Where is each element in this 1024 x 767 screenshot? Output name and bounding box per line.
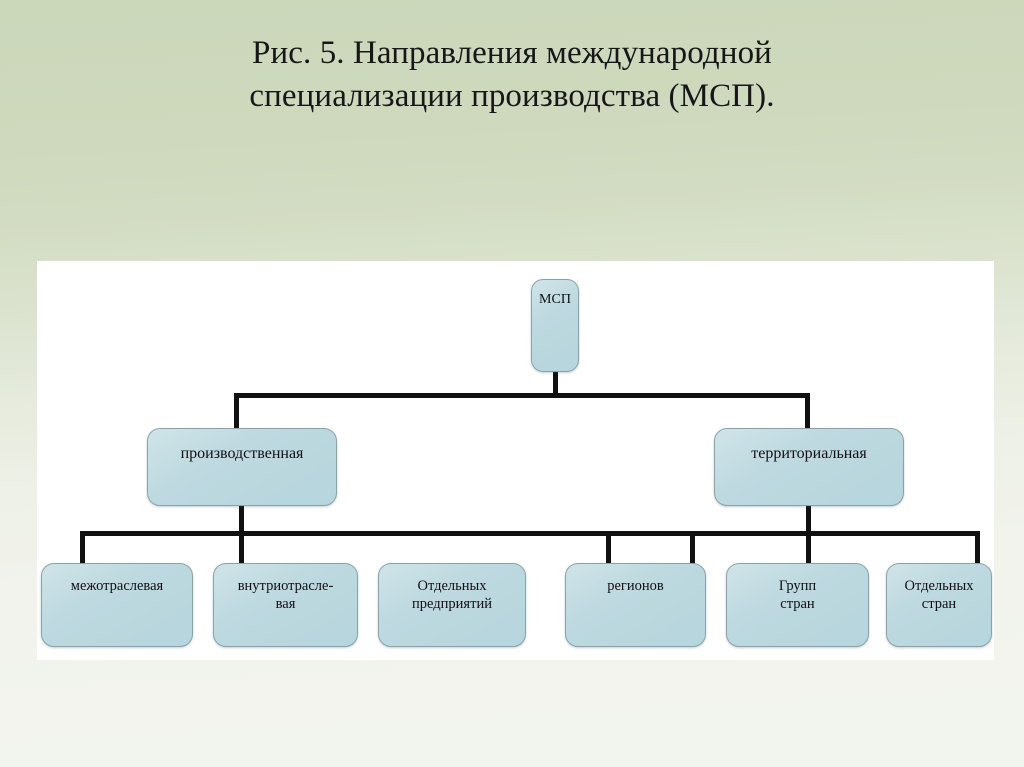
node-individual-countries-label-line-1: Отдельных <box>904 578 974 594</box>
node-root-msp-label: МСП <box>539 292 571 307</box>
node-intrabranch: внутриотрасле- вая <box>213 563 358 647</box>
connector-right-branch-bus <box>606 531 980 536</box>
page-title-line-2: специализации производства (МСП). <box>249 77 775 114</box>
connector-top-bus <box>234 393 810 398</box>
node-individual-countries: Отдельных стран <box>886 563 992 647</box>
connector-top-drop-right <box>805 393 810 430</box>
connector-top-drop-left <box>234 393 239 430</box>
node-regions-label: регионов <box>607 578 664 594</box>
node-territorial: территориальная <box>714 428 904 506</box>
node-production-label: производственная <box>180 445 304 462</box>
connector-left-branch-bus <box>80 531 695 536</box>
node-individual-countries-label-line-2: стран <box>921 596 957 613</box>
connector-left-drop-2 <box>239 531 244 566</box>
node-interbranch: межотраслевая <box>41 563 193 647</box>
node-interbranch-label: межотраслевая <box>70 578 164 594</box>
connector-root-stem <box>553 372 558 396</box>
node-root-msp: МСП <box>531 279 579 372</box>
node-individual-enterprises-label-line-1: Отдельных <box>417 578 487 594</box>
node-intrabranch-label-line-1: внутриотрасле- <box>237 578 334 594</box>
page-title: Рис. 5. Направления международной специа… <box>0 32 1024 118</box>
connector-right-branch-stem <box>806 506 811 535</box>
connector-left-drop-1 <box>80 531 85 566</box>
diagram-panel: МСП производственная территориальная меж… <box>37 261 994 660</box>
node-country-groups-label-line-1: Групп <box>778 578 817 594</box>
node-production: производственная <box>147 428 337 506</box>
node-individual-enterprises-label-line-2: предприятий <box>412 596 492 613</box>
node-regions: регионов <box>565 563 706 647</box>
node-country-groups-label-line-2: стран <box>780 596 815 613</box>
connector-right-drop-1 <box>606 531 611 566</box>
connector-left-branch-stem <box>239 506 244 535</box>
page-title-line-1: Рис. 5. Направления международной <box>252 35 772 71</box>
node-country-groups: Групп стран <box>726 563 869 647</box>
connector-left-drop-3 <box>690 531 695 566</box>
connector-right-drop-3 <box>975 531 980 566</box>
node-intrabranch-label-line-2: вая <box>275 596 296 613</box>
node-individual-enterprises: Отдельных предприятий <box>378 563 526 647</box>
node-territorial-label: территориальная <box>751 445 867 462</box>
connector-right-drop-2 <box>806 531 811 566</box>
